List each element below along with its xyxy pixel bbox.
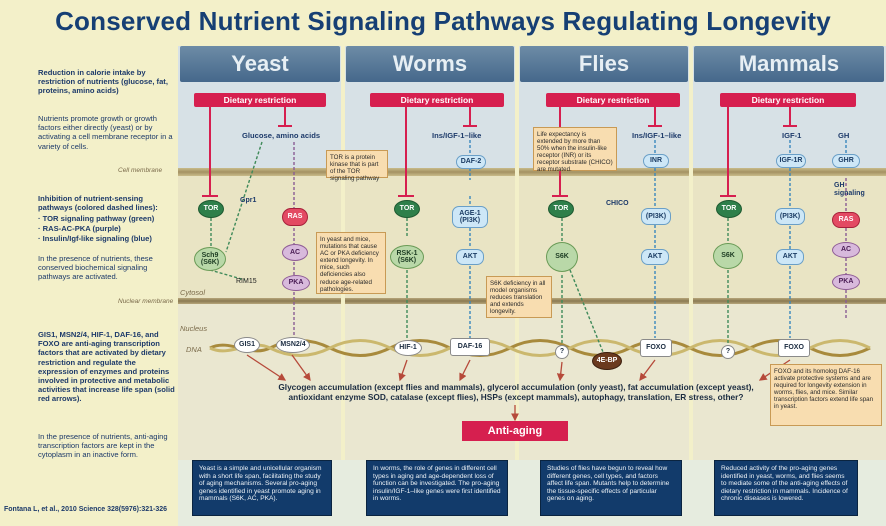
column-yeast: Yeast <box>180 46 340 82</box>
worms-input-label: Ins/IGF-1–like <box>432 131 482 140</box>
outcomes-summary: Glycogen accumulation (except flies and … <box>278 382 754 402</box>
nucleus-label: Nucleus <box>180 324 208 333</box>
yeast-ac-node: AC <box>282 244 308 261</box>
worms-age1-node: AGE-1 (PI3K) <box>452 206 488 228</box>
worms-daf16-node: DAF-16 <box>450 338 490 356</box>
sidebar-item-insulin: · Insulin/Igf-like signaling (blue) <box>38 234 152 243</box>
callout-flies-lifespan: Life expectancy is extended by more than… <box>533 127 617 173</box>
mammals-foxo-node: FOXO <box>778 339 810 357</box>
flies-s6k-node: S6K <box>546 242 578 272</box>
anti-aging-box: Anti-aging <box>462 421 568 441</box>
flies-tor-node: TOR <box>548 200 574 218</box>
sidebar: Reduction in calorie intake by restricti… <box>0 46 178 506</box>
worms-hif1-node: HIF-1 <box>394 340 422 356</box>
sidebar-text-4: In the presence of nutrients, these cons… <box>38 254 153 282</box>
flies-inr-node: INR <box>643 154 669 168</box>
sidebar-text-6: In the presence of nutrients, anti-aging… <box>38 432 168 460</box>
cell-membrane-label: Cell membrane <box>118 167 163 174</box>
mammals-pka-node: PKA <box>832 274 860 290</box>
flies-chico-label: CHICO <box>606 200 629 207</box>
column-divider <box>515 46 519 460</box>
sidebar-item-ras: · RAS-AC-PKA (purple) <box>38 224 121 233</box>
yeast-pka-node: PKA <box>282 275 310 291</box>
callout-s6k: S6K deficiency in all model organisms re… <box>486 276 552 318</box>
sidebar-text-3: Inhibition of nutrient-sensing pathways … <box>38 194 158 213</box>
yeast-gis1-node: GIS1 <box>234 337 260 353</box>
mammals-ras-node: RAS <box>832 212 860 228</box>
column-worms: Worms <box>346 46 514 82</box>
callout-foxo: FOXO and its homolog DAF-16 activate pro… <box>770 364 882 426</box>
yeast-sch9-node: Sch9 (S6K) <box>194 247 226 271</box>
nuclear-membrane-label: Nuclear membrane <box>118 298 174 305</box>
mammals-question-node: ? <box>721 345 735 359</box>
flies-akt-node: AKT <box>641 249 669 265</box>
sidebar-text-1: Reduction in calorie intake by restricti… <box>38 68 168 96</box>
callout-yeast-mutations: In yeast and mice, mutations that cause … <box>316 232 386 294</box>
yeast-tor-node: TOR <box>198 200 224 218</box>
mammals-ac-node: AC <box>832 242 860 258</box>
flies-foxo-node: FOXO <box>640 339 672 357</box>
cell-membrane <box>0 168 886 176</box>
nuclear-membrane <box>0 298 886 304</box>
info-box-flies: Studies of flies have begun to reveal ho… <box>540 460 682 516</box>
worms-rsk1-node: RSK-1 (S6K) <box>390 245 424 269</box>
mammals-tor-node: TOR <box>716 200 742 218</box>
yeast-msn-node: MSN2/4 <box>276 337 310 353</box>
column-mammals: Mammals <box>694 46 884 82</box>
sidebar-text-2: Nutrients promote growth or growth facto… <box>38 114 173 151</box>
dietary-restriction-mammals: Dietary restriction <box>720 93 856 107</box>
page-title: Conserved Nutrient Signaling Pathways Re… <box>55 6 831 36</box>
worms-tor-node: TOR <box>394 200 420 218</box>
info-box-worms: In worms, the role of genes in different… <box>366 460 508 516</box>
mammals-gh-label: GH <box>838 131 850 140</box>
mammals-akt-node: AKT <box>776 249 804 265</box>
yeast-rim15-label: RIM15 <box>236 278 257 285</box>
column-divider <box>689 46 693 460</box>
citation: Fontana L, et al., 2010 Science 328(5976… <box>4 506 168 513</box>
dietary-restriction-yeast: Dietary restriction <box>194 93 326 107</box>
dna-label: DNA <box>186 345 202 354</box>
yeast-input-label: Glucose, amino acids <box>242 131 321 140</box>
flies-question-node: ? <box>555 345 569 359</box>
flies-pi3k-node: (PI3K) <box>641 208 671 225</box>
yeast-gpr1-label: Gpr1 <box>240 197 257 204</box>
column-flies: Flies <box>520 46 688 82</box>
cytosol-label: Cytosol <box>180 288 206 297</box>
mammals-ghr-node: GHR <box>832 154 860 168</box>
flies-input-label: Ins/IGF-1–like <box>632 131 682 140</box>
mammals-gh-signaling-label: GH signaling <box>834 182 865 197</box>
info-box-yeast: Yeast is a simple and unicellular organi… <box>192 460 332 516</box>
dietary-restriction-flies: Dietary restriction <box>546 93 680 107</box>
flies-4ebp-node: 4E-BP <box>592 352 622 370</box>
sidebar-item-tor: · TOR signaling pathway (green) <box>38 214 155 223</box>
mammals-s6k-node: S6K <box>713 243 743 269</box>
mammals-igf1-label: IGF-1 <box>782 131 802 140</box>
worms-akt-node: AKT <box>456 249 484 265</box>
mammals-pi3k-node: (PI3K) <box>775 208 805 225</box>
yeast-ras-node: RAS <box>282 208 308 226</box>
worms-daf2-node: DAF-2 <box>456 155 486 169</box>
mammals-igf1r-node: IGF-1R <box>776 154 806 168</box>
dietary-restriction-worms: Dietary restriction <box>370 93 504 107</box>
callout-tor: TOR is a protein kinase that is part of … <box>326 150 388 182</box>
sidebar-text-5: GIS1, MSN2/4, HIF-1, DAF-16, and FOXO ar… <box>38 330 175 404</box>
info-box-mammals: Reduced activity of the pro-aging genes … <box>714 460 858 516</box>
